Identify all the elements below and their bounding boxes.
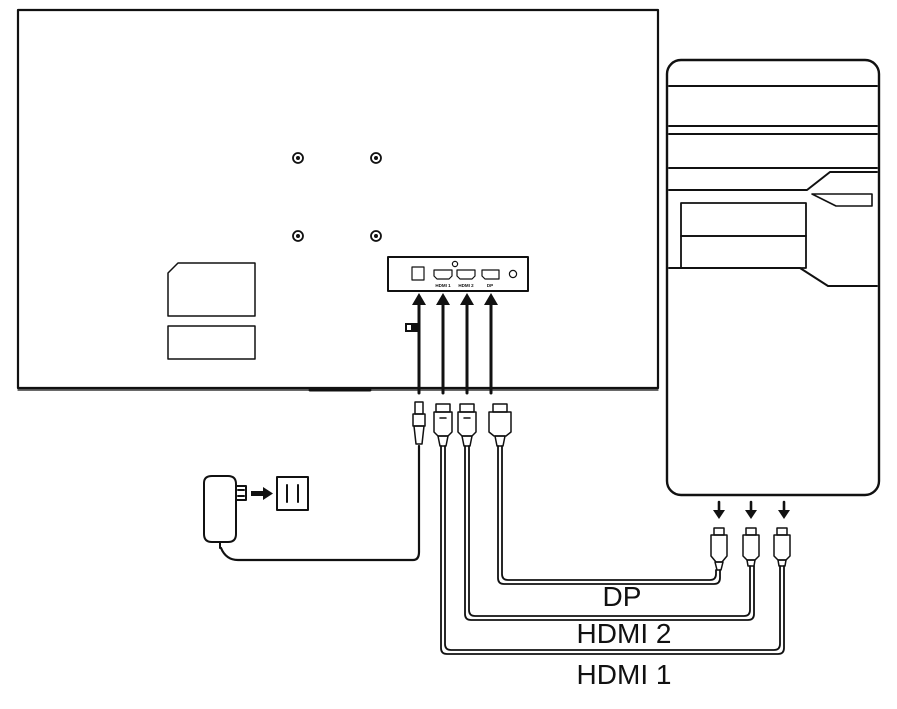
- dc-in-port: [411, 266, 425, 281]
- power-symbol-icon: [405, 323, 419, 332]
- plug-in-arrow: [251, 487, 273, 500]
- hdmi2-plug-icon: [457, 403, 477, 447]
- vesa-mount-holes: [292, 152, 382, 242]
- pc-hdmi1-plug-icon: [773, 527, 791, 567]
- wall-outlet-icon: [276, 476, 309, 511]
- port-panel: HDMI 1 HDMI 2 DP: [387, 256, 529, 292]
- arrow-heads-down: [713, 510, 790, 519]
- cable-label-hdmi1: HDMI 1: [577, 659, 672, 690]
- arrow-heads-up: [412, 293, 498, 305]
- power-cable: [219, 444, 421, 562]
- dp-cable: [497, 445, 721, 585]
- cable-label-dp: DP: [603, 581, 642, 612]
- dc-plug-icon: [412, 401, 426, 445]
- pc-tower: [665, 58, 881, 497]
- port-label-dp: DP: [487, 283, 493, 288]
- dp-port: [481, 269, 500, 280]
- hdmi1-port: [433, 269, 453, 280]
- power-adapter-icon: [203, 475, 247, 549]
- dp-plug-icon: [488, 403, 512, 447]
- hdmi2-cable: [464, 445, 755, 621]
- hdmi1-cable: [440, 445, 785, 655]
- cable-label-hdmi2: HDMI 2: [577, 618, 672, 649]
- serial-label-area: [167, 325, 256, 360]
- monitor-back: [16, 8, 660, 392]
- hdmi1-plug-icon: [433, 403, 453, 447]
- port-label-hdmi2: HDMI 2: [458, 283, 474, 288]
- pc-hdmi2-plug-icon: [742, 527, 760, 567]
- port-label-hdmi1: HDMI 1: [435, 283, 451, 288]
- audio-port: [508, 269, 518, 279]
- hdmi2-port: [456, 269, 476, 280]
- upward-arrows: [417, 300, 493, 395]
- rating-label-area: [167, 262, 256, 317]
- pc-dp-plug-icon: [710, 527, 728, 571]
